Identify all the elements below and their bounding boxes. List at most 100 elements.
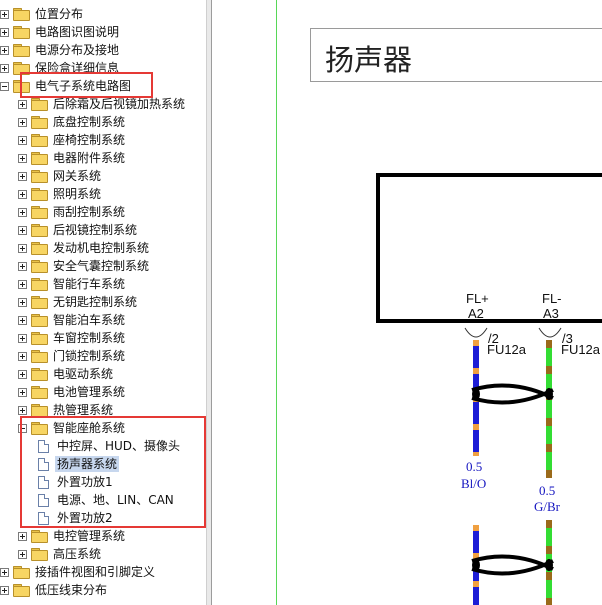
- tree-item[interactable]: 安全气囊控制系统: [18, 257, 151, 275]
- tree-item[interactable]: 热管理系统: [18, 401, 115, 419]
- tree-item[interactable]: 电源分布及接地: [0, 41, 121, 59]
- tree-item[interactable]: 座椅控制系统: [18, 131, 127, 149]
- expand-icon[interactable]: [18, 243, 27, 253]
- tree-item[interactable]: 底盘控制系统: [18, 113, 127, 131]
- tree-item-label[interactable]: 电源分布及接地: [35, 43, 120, 57]
- tree-item-label[interactable]: 高压系统: [53, 547, 102, 561]
- tree-item-label[interactable]: 电控管理系统: [53, 529, 126, 543]
- tree-item[interactable]: 网关系统: [18, 167, 103, 185]
- tree-item-label[interactable]: 电池管理系统: [53, 385, 126, 399]
- tree-item-label[interactable]: 电器附件系统: [53, 151, 126, 165]
- tree-item-label[interactable]: 保险盒详细信息: [35, 61, 120, 75]
- tree-item[interactable]: 电池管理系统: [18, 383, 127, 401]
- expand-icon[interactable]: [18, 351, 27, 361]
- tree-item[interactable]: 电控管理系统: [18, 527, 127, 545]
- tree-item-label[interactable]: 智能座舱系统: [53, 421, 126, 435]
- tree-item-label[interactable]: 外置功放2: [57, 511, 113, 525]
- tree-item[interactable]: 低压线束分布: [0, 581, 109, 599]
- tree-item[interactable]: 外置功放2: [38, 509, 115, 527]
- tree-item[interactable]: 智能行车系统: [18, 275, 127, 293]
- tree-item-label[interactable]: 智能泊车系统: [53, 313, 126, 327]
- tree-item[interactable]: 雨刮控制系统: [18, 203, 127, 221]
- tree-item[interactable]: 电路图识图说明: [0, 23, 121, 41]
- tree-item-label[interactable]: 低压线束分布: [35, 583, 108, 597]
- tree-item-label[interactable]: 雨刮控制系统: [53, 205, 126, 219]
- tree-item[interactable]: 中控屏、HUD、摄像头: [38, 437, 182, 455]
- expand-icon[interactable]: [18, 153, 27, 163]
- folder-icon: [31, 134, 48, 147]
- tree-item-label[interactable]: 接插件视图和引脚定义: [35, 565, 156, 579]
- tree-item-label[interactable]: 无钥匙控制系统: [53, 295, 138, 309]
- tree-item[interactable]: 发动机电控制系统: [18, 239, 151, 257]
- tree-item-label[interactable]: 车窗控制系统: [53, 331, 126, 345]
- tree-item-label[interactable]: 底盘控制系统: [53, 115, 126, 129]
- expand-icon[interactable]: [18, 207, 27, 217]
- tree-item[interactable]: 接插件视图和引脚定义: [0, 563, 157, 581]
- tree-item-label[interactable]: 后视镜控制系统: [53, 223, 138, 237]
- tree-item[interactable]: 电驱动系统: [18, 365, 115, 383]
- tree-item[interactable]: 智能座舱系统: [18, 419, 127, 437]
- expand-icon[interactable]: [0, 63, 9, 73]
- tree-item[interactable]: 照明系统: [18, 185, 103, 203]
- tree-item-label[interactable]: 电路图识图说明: [35, 25, 120, 39]
- expand-icon[interactable]: [18, 405, 27, 415]
- tree-item[interactable]: 智能泊车系统: [18, 311, 127, 329]
- expand-icon[interactable]: [18, 135, 27, 145]
- tree-item[interactable]: 电气子系统电路图: [0, 77, 133, 95]
- tree-item[interactable]: 门锁控制系统: [18, 347, 127, 365]
- left-wire-gauge: 0.5: [466, 459, 482, 474]
- expand-icon[interactable]: [18, 279, 27, 289]
- expand-icon[interactable]: [18, 369, 27, 379]
- tree-item-label[interactable]: 后除霜及后视镜加热系统: [53, 97, 186, 111]
- tree-item-label[interactable]: 扬声器系统: [55, 456, 120, 472]
- tree-item-label[interactable]: 电驱动系统: [53, 367, 114, 381]
- tree-item[interactable]: 后除霜及后视镜加热系统: [18, 95, 187, 113]
- tree-item[interactable]: 电器附件系统: [18, 149, 127, 167]
- expand-icon[interactable]: [0, 9, 9, 19]
- expand-icon[interactable]: [18, 225, 27, 235]
- expand-icon[interactable]: [18, 261, 27, 271]
- tree-item[interactable]: 电源、地、LIN、CAN: [38, 491, 176, 509]
- tree-item[interactable]: 无钥匙控制系统: [18, 293, 139, 311]
- expand-icon[interactable]: [18, 531, 27, 541]
- expand-icon[interactable]: [18, 315, 27, 325]
- expand-icon[interactable]: [18, 297, 27, 307]
- tree-item-label[interactable]: 热管理系统: [53, 403, 114, 417]
- tree-item-label[interactable]: 门锁控制系统: [53, 349, 126, 363]
- pane-splitter[interactable]: [206, 0, 212, 605]
- tree-item-label[interactable]: 中控屏、HUD、摄像头: [57, 439, 181, 453]
- tree-item-label[interactable]: 安全气囊控制系统: [53, 259, 150, 273]
- tree-item[interactable]: 扬声器系统: [38, 455, 120, 473]
- expand-icon[interactable]: [18, 171, 27, 181]
- tree-item-label[interactable]: 座椅控制系统: [53, 133, 126, 147]
- folder-icon: [13, 80, 30, 93]
- expand-icon[interactable]: [0, 585, 9, 595]
- expand-icon[interactable]: [18, 189, 27, 199]
- expand-icon[interactable]: [0, 567, 9, 577]
- tree-item[interactable]: 位置分布: [0, 5, 85, 23]
- tree-item-label[interactable]: 位置分布: [35, 7, 84, 21]
- tree-item-label[interactable]: 电气子系统电路图: [35, 79, 132, 93]
- tree-item-label[interactable]: 智能行车系统: [53, 277, 126, 291]
- expand-icon[interactable]: [0, 45, 9, 55]
- tree-item-label[interactable]: 发动机电控制系统: [53, 241, 150, 255]
- expand-icon[interactable]: [18, 117, 27, 127]
- tree-item[interactable]: 高压系统: [18, 545, 103, 563]
- tree-item-label[interactable]: 网关系统: [53, 169, 102, 183]
- tree-item[interactable]: 车窗控制系统: [18, 329, 127, 347]
- document-icon: [38, 457, 49, 471]
- expand-icon[interactable]: [18, 99, 27, 109]
- collapse-icon[interactable]: [18, 423, 27, 433]
- tree-item-label[interactable]: 照明系统: [53, 187, 102, 201]
- collapse-icon[interactable]: [0, 81, 9, 91]
- navigation-tree[interactable]: 位置分布电路图识图说明电源分布及接地保险盒详细信息电气子系统电路图后除霜及后视镜…: [0, 0, 206, 605]
- tree-item[interactable]: 保险盒详细信息: [0, 59, 121, 77]
- expand-icon[interactable]: [18, 387, 27, 397]
- tree-item[interactable]: 后视镜控制系统: [18, 221, 139, 239]
- expand-icon[interactable]: [18, 333, 27, 343]
- expand-icon[interactable]: [0, 27, 9, 37]
- tree-item-label[interactable]: 外置功放1: [57, 475, 113, 489]
- expand-icon[interactable]: [18, 549, 27, 559]
- tree-item[interactable]: 外置功放1: [38, 473, 115, 491]
- tree-item-label[interactable]: 电源、地、LIN、CAN: [57, 493, 174, 507]
